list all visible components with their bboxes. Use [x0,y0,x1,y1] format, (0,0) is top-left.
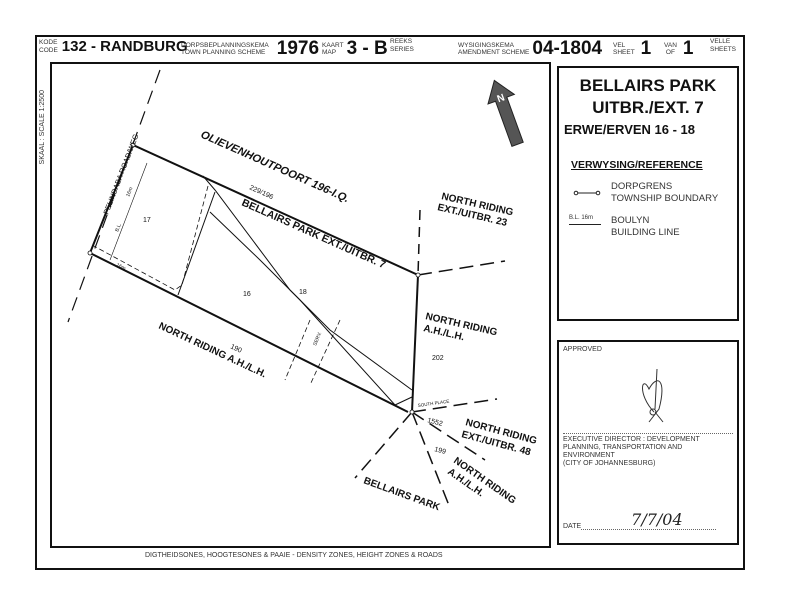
sheet-label-en: SHEET [613,49,635,56]
amendment-label-en: AMENDMENT SCHEME [458,49,530,56]
erf-18-label: 18 [299,289,307,296]
building-line-icon: B.L. 16m [569,215,601,225]
erf-17-16-boundary [177,191,216,296]
footer-title: DIGTHEIDSONES, HOOGTESONES & PAAIE - DEN… [145,552,443,559]
series-label-af: REEKS [390,38,413,45]
amendment-label-af: WYSIGINGSKEMA [458,41,514,49]
erf-202-label: 202 [432,355,444,362]
legend-en: TOWNSHIP BOUNDARY [611,193,719,204]
road-label: PELINDABA ROAD/WEG [101,133,140,216]
bl-value: 16m [125,186,134,197]
pelindaba-road-centerline [67,69,161,323]
amendment-value: 04-1804 [532,38,603,59]
map-label-af: KAART [322,41,344,49]
scheme-label-af: DORPSBEPLANNINGSKEMA [181,41,269,49]
of-label-af: VAN [664,41,677,49]
south-place-label: SOUTH PLACE [417,399,449,408]
bl-label: B.L. [114,222,123,232]
legend-af: DORPGRENS [611,181,673,192]
erf-18-south-line [209,211,396,406]
township-boundary [89,143,420,413]
map-value: 3 - B [346,38,388,59]
date-value: 7/7/04 [581,510,717,530]
farm-label: OLIEVENHOUTPOORT 196-I.Q. [199,129,351,206]
township-boundary-south [89,252,409,413]
sheet-value: 1 [640,38,652,59]
code-label-en: CODE [39,46,58,54]
signatory-city: (CITY OF JOHANNESBURG) [563,460,656,467]
north-label: N [496,92,507,105]
scheme-label-en: TOWN PLANNING SCHEME [181,49,266,56]
approval-box: APPROVED EXECUTIVE DIRECTOR : DEVELOPMEN… [557,340,739,545]
erf-17-label: 17 [143,217,151,224]
title-line-2: UITBR./EXT. 7 [592,98,704,117]
series-label-en: SERIES [390,45,414,53]
code-label-af: KODE [39,39,58,46]
north-arrow: N [487,79,524,148]
code-value: 132 - RANDBURG [61,38,188,55]
title-line-3: ERWE/ERVEN 16 - 18 [564,122,696,137]
sheet-label-af: VEL [613,41,626,49]
sheets-label-af: VELLE [710,38,731,45]
title-line-1: BELLAIRS PARK [579,76,717,95]
township-boundary-line-icon [573,190,601,196]
map-label-en: MAP [322,49,337,56]
erf-190-label: 190 [229,343,243,354]
signatory-title: EXECUTIVE DIRECTOR : DEVELOPMENT PLANNIN… [563,436,700,459]
map-panel [50,62,551,548]
building-line-erf-17 [91,185,209,291]
scheme-year: 1976 [276,38,320,59]
nr-ah3-label: NORTH RIDING A.H./L.H. [157,321,268,381]
servitude-label: SERV. [312,331,323,347]
legend-en: BUILDING LINE [611,227,680,238]
of-label-en: OF [665,49,675,56]
erf-16-label: 16 [243,291,251,298]
legend-af: BOULYN [611,215,650,226]
sheets-label-en: SHEETS [710,45,737,53]
approved-heading: APPROVED [563,346,602,353]
erf-1552-label: 1552 [426,417,443,428]
bl-bottom-value: 16m [115,262,126,272]
reference-heading: VERWYSING/REFERENCE [571,159,703,171]
of-value: 1 [682,38,694,59]
township-label: BELLAIRS PARK EXT./UITBR. 7 [240,197,388,272]
title-box: BELLAIRS PARK UITBR./EXT. 7 ERWE/ERVEN 1… [557,66,739,321]
sheet-frame [35,35,745,570]
bellairs-park-label: BELLAIRS PARK [362,475,442,513]
erf-199-label: 199 [433,446,446,456]
date-label: DATE [563,523,582,530]
bl-dimension [109,162,148,261]
signature [642,368,664,423]
